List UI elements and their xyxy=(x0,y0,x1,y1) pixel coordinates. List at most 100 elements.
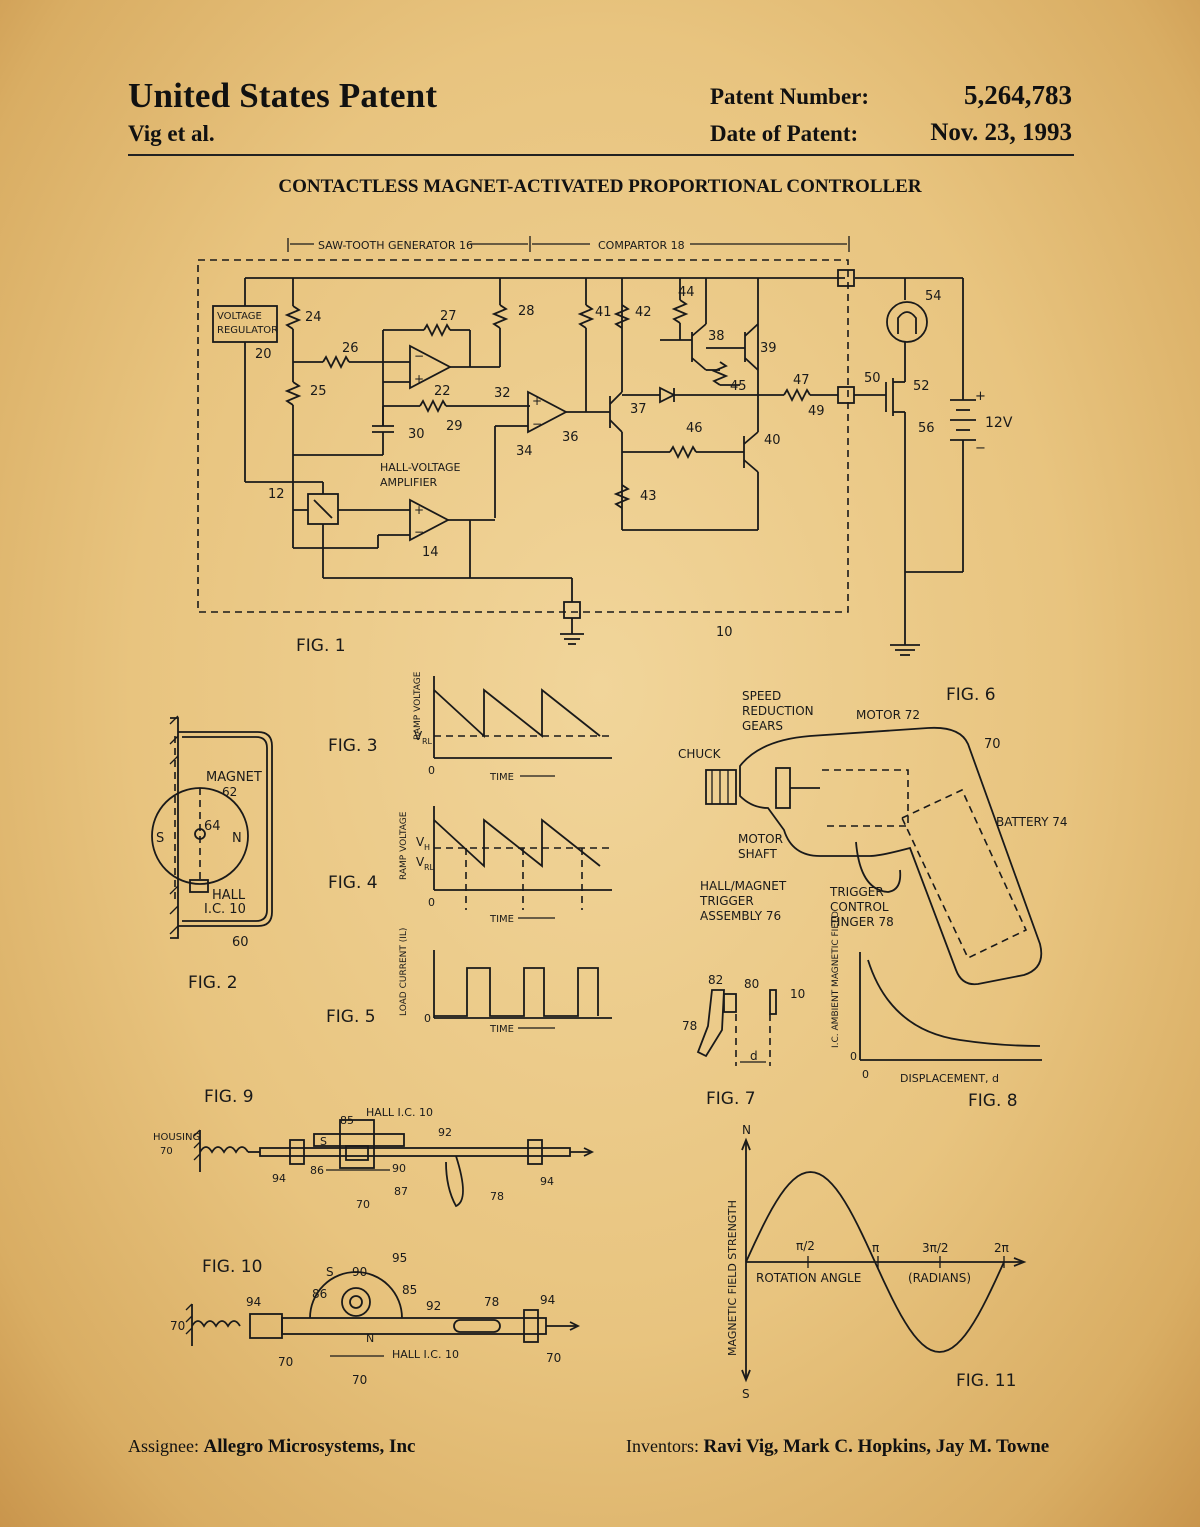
svg-text:TIME: TIME xyxy=(489,914,514,925)
svg-text:HOUSING: HOUSING xyxy=(153,1132,200,1143)
svg-text:0: 0 xyxy=(428,896,435,909)
svg-text:85: 85 xyxy=(340,1114,354,1127)
svg-text:−: − xyxy=(975,441,986,456)
patent-date-label: Date of Patent: xyxy=(710,121,859,146)
svg-text:CHUCK: CHUCK xyxy=(678,747,722,761)
fig1-hall-amp-label-2: AMPLIFIER xyxy=(380,476,438,489)
svg-text:REDUCTION: REDUCTION xyxy=(742,704,814,718)
svg-text:70: 70 xyxy=(546,1351,561,1365)
svg-text:HALL I.C. 10: HALL I.C. 10 xyxy=(366,1106,433,1119)
patent-authors: Vig et al. xyxy=(128,121,215,146)
fig4-caption: FIG. 4 xyxy=(328,873,378,893)
svg-text:SPEED: SPEED xyxy=(742,689,781,703)
svg-text:0: 0 xyxy=(428,764,435,777)
fig7-caption: FIG. 7 xyxy=(706,1089,756,1109)
svg-text:70: 70 xyxy=(356,1198,370,1211)
svg-text:S: S xyxy=(742,1387,750,1401)
svg-text:d: d xyxy=(750,1049,758,1063)
svg-text:S: S xyxy=(320,1135,327,1148)
fig1-reference-numbers: 24 25 26 27 28 22 29 30 32 34 36 41 42 4… xyxy=(255,285,942,640)
fig3-caption: FIG. 3 xyxy=(328,736,378,756)
svg-text:I.C. AMBIENT MAGNETIC FIELD: I.C. AMBIENT MAGNETIC FIELD xyxy=(831,911,841,1048)
svg-text:85: 85 xyxy=(402,1283,417,1297)
svg-text:52: 52 xyxy=(913,379,930,394)
patent-number: 5,264,783 xyxy=(964,80,1072,110)
svg-text:44: 44 xyxy=(678,285,695,300)
fig6-caption: FIG. 6 xyxy=(946,685,996,705)
svg-text:64: 64 xyxy=(204,819,221,834)
inventors: Inventors: Ravi Vig, Mark C. Hopkins, Ja… xyxy=(626,1436,1049,1458)
svg-text:TIME: TIME xyxy=(489,1024,514,1035)
patent-date: Nov. 23, 1993 xyxy=(930,119,1072,146)
svg-text:24: 24 xyxy=(305,310,322,325)
svg-text:36: 36 xyxy=(562,430,579,445)
svg-text:10: 10 xyxy=(716,625,733,640)
svg-text:78: 78 xyxy=(682,1019,697,1033)
svg-text:(RADIANS): (RADIANS) xyxy=(908,1271,971,1285)
svg-text:90: 90 xyxy=(352,1265,367,1279)
svg-text:26: 26 xyxy=(342,341,359,356)
svg-text:V: V xyxy=(414,729,423,743)
svg-text:HALL: HALL xyxy=(212,888,246,903)
svg-text:70: 70 xyxy=(984,737,1001,752)
fig10-caption: FIG. 10 xyxy=(202,1257,262,1277)
svg-text:LOAD CURRENT (IL): LOAD CURRENT (IL) xyxy=(399,928,409,1016)
svg-text:V: V xyxy=(416,855,425,869)
svg-text:38: 38 xyxy=(708,329,725,344)
svg-text:BATTERY 74: BATTERY 74 xyxy=(996,815,1068,829)
svg-text:80: 80 xyxy=(744,977,759,991)
svg-text:+: + xyxy=(532,394,542,408)
svg-text:0: 0 xyxy=(862,1068,869,1081)
svg-text:70: 70 xyxy=(160,1146,173,1157)
fig5-caption: FIG. 5 xyxy=(326,1007,376,1027)
fig2-magnet: MAGNET 62 64 S N HALL I.C. 10 60 FIG. 2 xyxy=(151,715,273,993)
svg-text:N: N xyxy=(232,831,242,846)
svg-text:10: 10 xyxy=(790,987,805,1001)
svg-text:I.C. 10: I.C. 10 xyxy=(204,902,246,917)
svg-text:14: 14 xyxy=(422,545,439,560)
svg-text:62: 62 xyxy=(222,785,237,799)
svg-text:CONTROL: CONTROL xyxy=(830,900,889,914)
fig3-ramp: RAMP VOLTAGE V RL 0 TIME FIG. 3 xyxy=(328,671,612,783)
svg-text:+: + xyxy=(414,503,424,517)
svg-text:42: 42 xyxy=(635,305,652,320)
svg-text:90: 90 xyxy=(392,1162,406,1175)
svg-text:78: 78 xyxy=(490,1190,504,1203)
svg-text:27: 27 xyxy=(440,309,457,324)
svg-text:34: 34 xyxy=(516,444,533,459)
svg-text:N: N xyxy=(742,1123,751,1137)
svg-text:50: 50 xyxy=(864,371,881,386)
svg-text:3π/2: 3π/2 xyxy=(922,1241,949,1255)
header-divider xyxy=(128,154,1074,156)
fig1-regulator-label-2: REGULATOR xyxy=(217,325,278,336)
svg-text:+: + xyxy=(975,389,986,404)
svg-text:94: 94 xyxy=(540,1293,555,1307)
svg-text:39: 39 xyxy=(760,341,777,356)
svg-text:MOTOR 72: MOTOR 72 xyxy=(856,708,920,722)
svg-text:H: H xyxy=(424,843,430,852)
svg-text:ASSEMBLY 76: ASSEMBLY 76 xyxy=(700,909,781,923)
svg-text:12: 12 xyxy=(268,487,285,502)
svg-text:ROTATION ANGLE: ROTATION ANGLE xyxy=(756,1271,861,1285)
svg-text:S: S xyxy=(156,831,164,846)
assignee-label: Assignee: xyxy=(128,1436,199,1456)
svg-text:87: 87 xyxy=(394,1185,408,1198)
fig1-hall-amp-label-1: HALL-VOLTAGE xyxy=(380,461,461,474)
fig10-rotary-assembly: 95 S 90 86 85 92 78 94 94 70 70 70 70 N … xyxy=(170,1251,581,1387)
svg-text:86: 86 xyxy=(310,1164,324,1177)
svg-text:46: 46 xyxy=(686,421,703,436)
svg-text:HALL I.C. 10: HALL I.C. 10 xyxy=(392,1348,459,1361)
svg-text:TIME: TIME xyxy=(489,772,514,783)
svg-text:95: 95 xyxy=(392,1251,407,1265)
svg-text:82: 82 xyxy=(708,973,723,987)
svg-text:−: − xyxy=(414,525,424,539)
svg-text:60: 60 xyxy=(232,935,249,950)
svg-text:−: − xyxy=(414,349,424,363)
svg-text:GEARS: GEARS xyxy=(742,719,783,733)
svg-text:π: π xyxy=(872,1241,879,1255)
svg-text:29: 29 xyxy=(446,419,463,434)
svg-text:94: 94 xyxy=(246,1295,261,1309)
fig11-caption: FIG. 11 xyxy=(956,1371,1016,1391)
svg-text:N: N xyxy=(366,1332,374,1345)
svg-text:92: 92 xyxy=(426,1299,441,1313)
